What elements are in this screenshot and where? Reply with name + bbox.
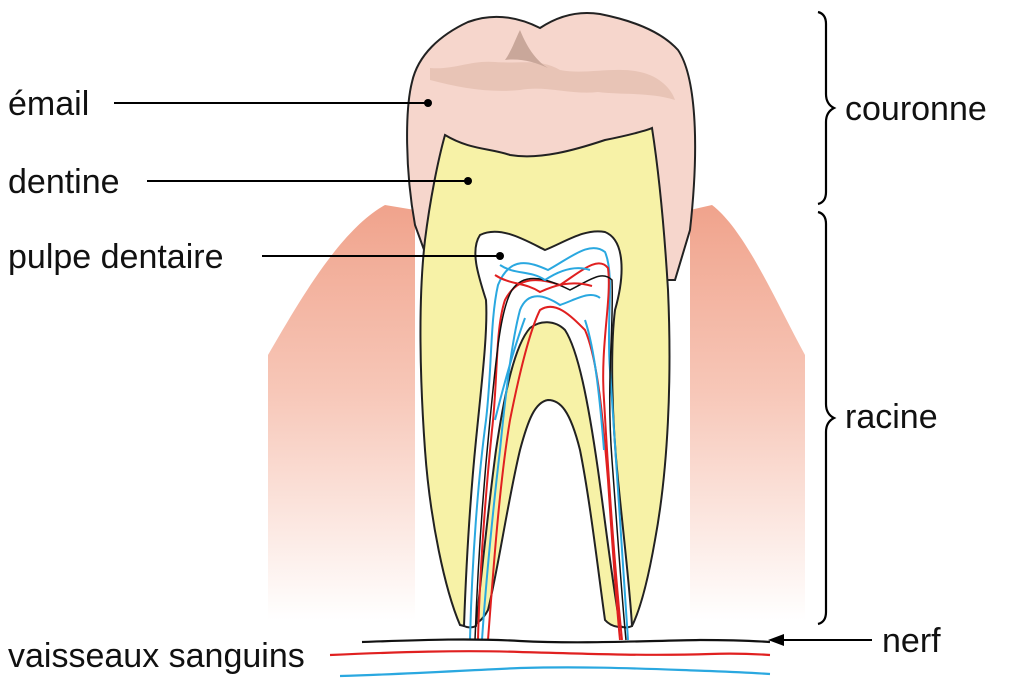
nerf-arrowhead [768, 634, 784, 646]
nerve-line [362, 639, 770, 642]
dentine-label: dentine [8, 163, 120, 201]
nerf-label: nerf [882, 622, 941, 660]
couronne-brace [818, 12, 834, 204]
couronne-label: couronne [845, 90, 987, 128]
vaisseaux-label: vaisseaux sanguins [8, 637, 305, 675]
pulpe-label: pulpe dentaire [8, 238, 224, 276]
racine-label: racine [845, 398, 938, 436]
artery-line [330, 651, 770, 655]
racine-brace [818, 212, 834, 624]
pulpe-dot [496, 252, 504, 260]
email-dot [424, 99, 432, 107]
email-label: émail [8, 85, 89, 123]
vein-line [340, 667, 770, 676]
dentine-dot [464, 177, 472, 185]
dentine-body [420, 128, 669, 627]
exit-vessels [330, 639, 770, 676]
